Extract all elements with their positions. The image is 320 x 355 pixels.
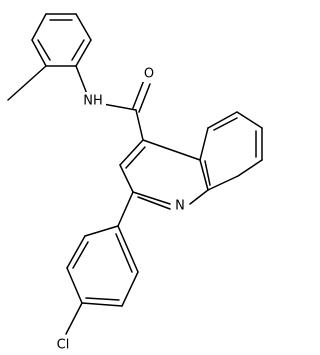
tolyl-ring-bond [75,13,92,41]
quinoline-bond [189,189,209,205]
quinoline-bond [207,175,239,191]
quinoline-bond [207,111,238,129]
quinoline-double-bond [125,146,146,169]
carbon-chlorine-bond [65,302,83,335]
tolyl-ring-bond [31,39,47,67]
quinoline-bond [237,159,263,177]
quinoline-bond [142,139,201,161]
quinoline-bond [119,139,144,166]
amide-nitrogen-label-bg [80,92,106,109]
chlorophenyl-ring-bond [66,235,86,269]
oxygen-label: O [144,67,154,82]
quinoline-double-bond [137,196,171,210]
aryl-nitrogen-bond [75,65,88,95]
ring-nitrogen-label: N [175,199,185,214]
quinoline-bond [236,111,263,129]
quinoline-double-bond [204,160,211,186]
carbonyl-quinoline-bond [135,109,144,141]
tolyl-ring-bond [31,13,47,41]
chlorophenyl-ring-bond [66,267,83,304]
chlorophenyl-ring-bond [121,271,139,307]
tolyl-double-bond [71,39,85,61]
chlorophenyl-ring-bond [117,225,139,273]
chlorophenyl-double-bond [85,297,120,301]
chlorine-label: Cl [57,338,70,353]
chlorine-label-bg [50,336,76,353]
methyl-bond [7,65,47,101]
bond-lines [7,13,263,335]
amide-nitrogen-label: NH [83,94,103,109]
chlorophenyl-double-bond [115,233,133,273]
chlorophenyl-ring-bond [84,225,119,237]
quinoline-double-bond [213,117,238,131]
oxygen-label-bg [142,66,156,82]
quinoline-aryl-bond [117,191,134,227]
quinoline-bond [199,127,209,161]
carbonyl-double-bond [132,79,145,109]
carbonyl-double-bond [138,83,151,113]
quinoline-bond [199,159,209,191]
amide-bond [102,103,137,111]
chlorophenyl-double-bond [72,241,89,269]
quinoline-bond [132,191,171,205]
chlorophenyl-ring-bond [81,302,123,307]
tolyl-ring-bond [75,39,92,67]
ring-nitrogen-label-bg [172,198,189,214]
quinoline-bond [119,164,134,193]
tolyl-double-bond [37,39,51,61]
chemical-structure-diagram: O NH N Cl [7,13,263,353]
atom-labels: O NH N Cl [50,66,189,353]
